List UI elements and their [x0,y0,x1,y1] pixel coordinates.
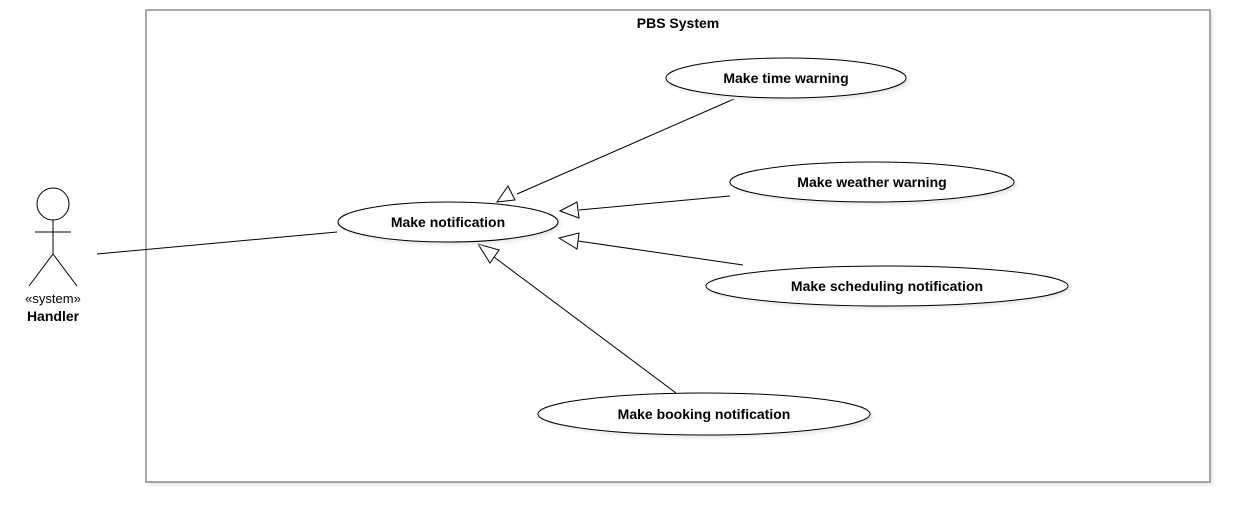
generalization-arrowhead [558,201,580,219]
use-case-label: Make notification [391,214,505,230]
generalization-weather-warning [578,195,731,211]
actor-handler[interactable]: «system» Handler [25,187,81,324]
use-case-make-time-warning[interactable]: Make time warning [665,57,909,101]
actor-name: Handler [27,308,80,324]
generalization-scheduling [577,240,744,266]
system-title: PBS System [637,15,719,31]
use-case-make-notification[interactable]: Make notification [337,201,561,245]
use-case-make-weather-warning[interactable]: Make weather warning [729,161,1017,205]
generalization-arrowhead [495,185,516,203]
use-case-label: Make time warning [723,70,848,86]
system-boundary[interactable]: PBS System [145,9,1213,485]
use-case-label: Make scheduling notification [791,278,983,294]
generalization-arrowhead [557,232,580,250]
use-case-make-scheduling-notification[interactable]: Make scheduling notification [705,265,1071,309]
generalization-arrowhead [476,243,500,264]
use-case-label: Make booking notification [618,406,791,422]
use-case-make-booking-notification[interactable]: Make booking notification [537,392,873,438]
use-case-label: Make weather warning [797,174,946,190]
association-line [96,231,338,255]
stick-figure-icon [28,187,78,287]
generalization-time-warning [516,98,735,195]
generalization-booking [493,256,677,394]
actor-stereotype: «system» [25,291,81,306]
